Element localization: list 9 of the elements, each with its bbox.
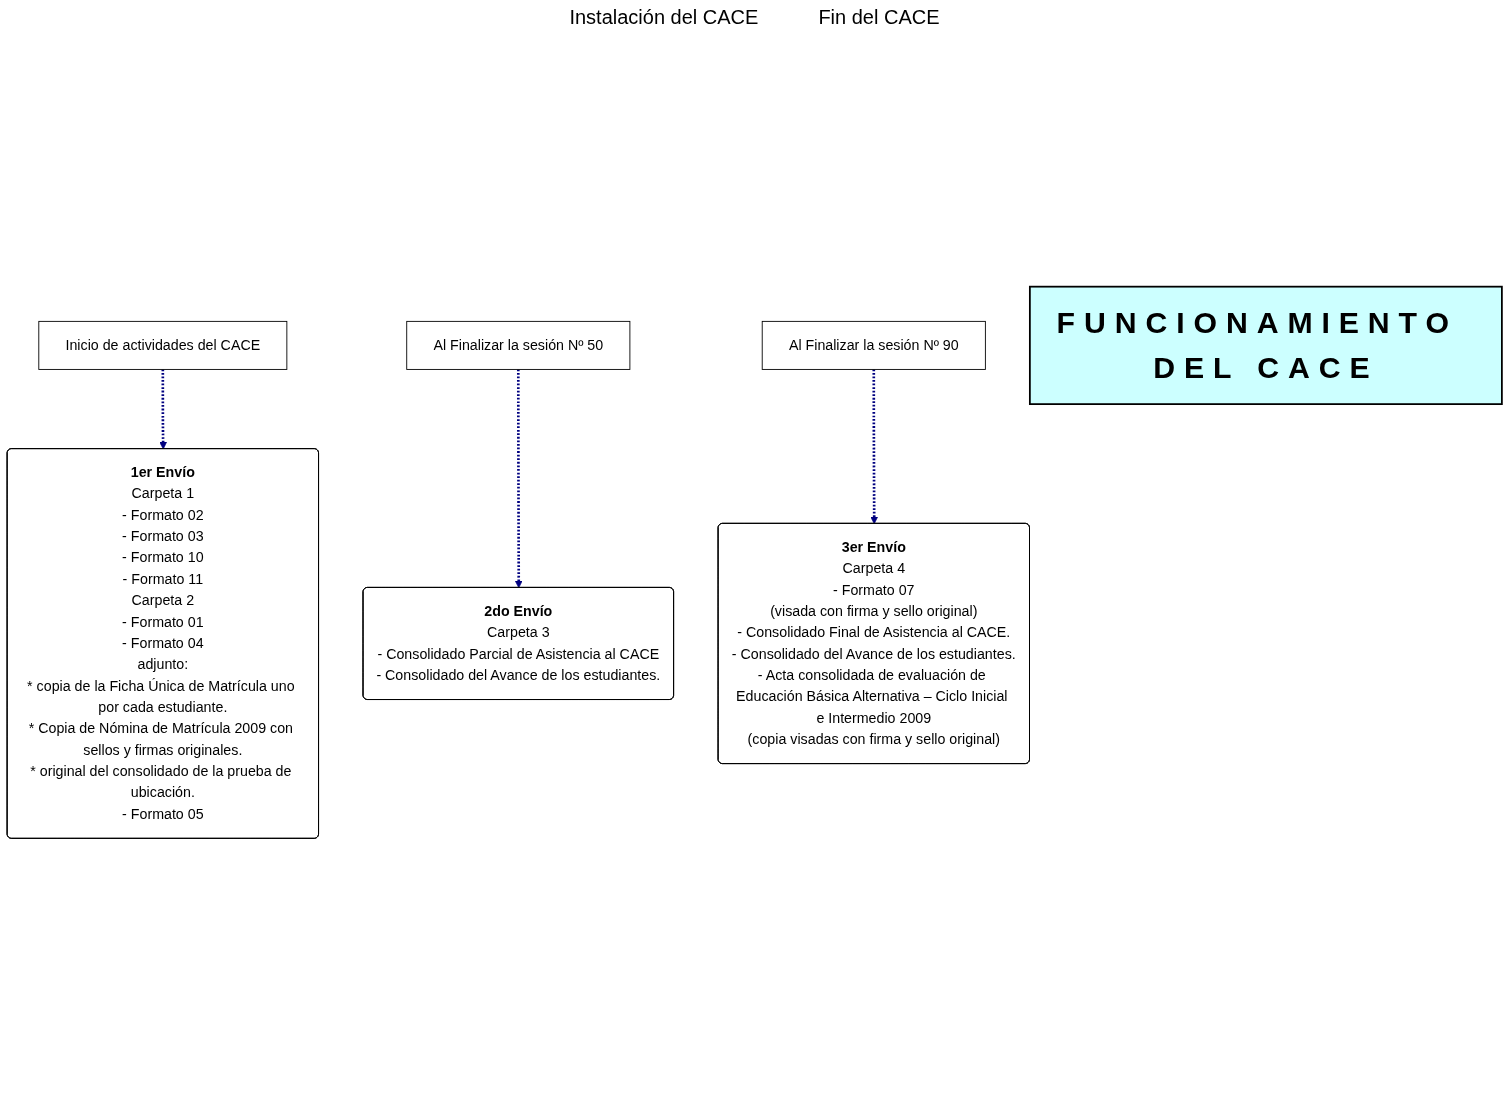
arrow <box>870 369 879 525</box>
arrow <box>159 369 168 450</box>
node-box: Inicio de actividades del CACE <box>38 320 288 370</box>
side-label: Instalación del CACE <box>569 6 759 29</box>
arrow <box>514 369 523 589</box>
node-box: Al Finalizar la sesión Nº 90 <box>761 320 986 370</box>
side-label: Fin del CACE <box>818 6 940 29</box>
node-box: FUNCIONAMIENTO DEL CACE <box>1028 285 1503 405</box>
node-box: Al Finalizar la sesión Nº 50 <box>406 320 631 370</box>
